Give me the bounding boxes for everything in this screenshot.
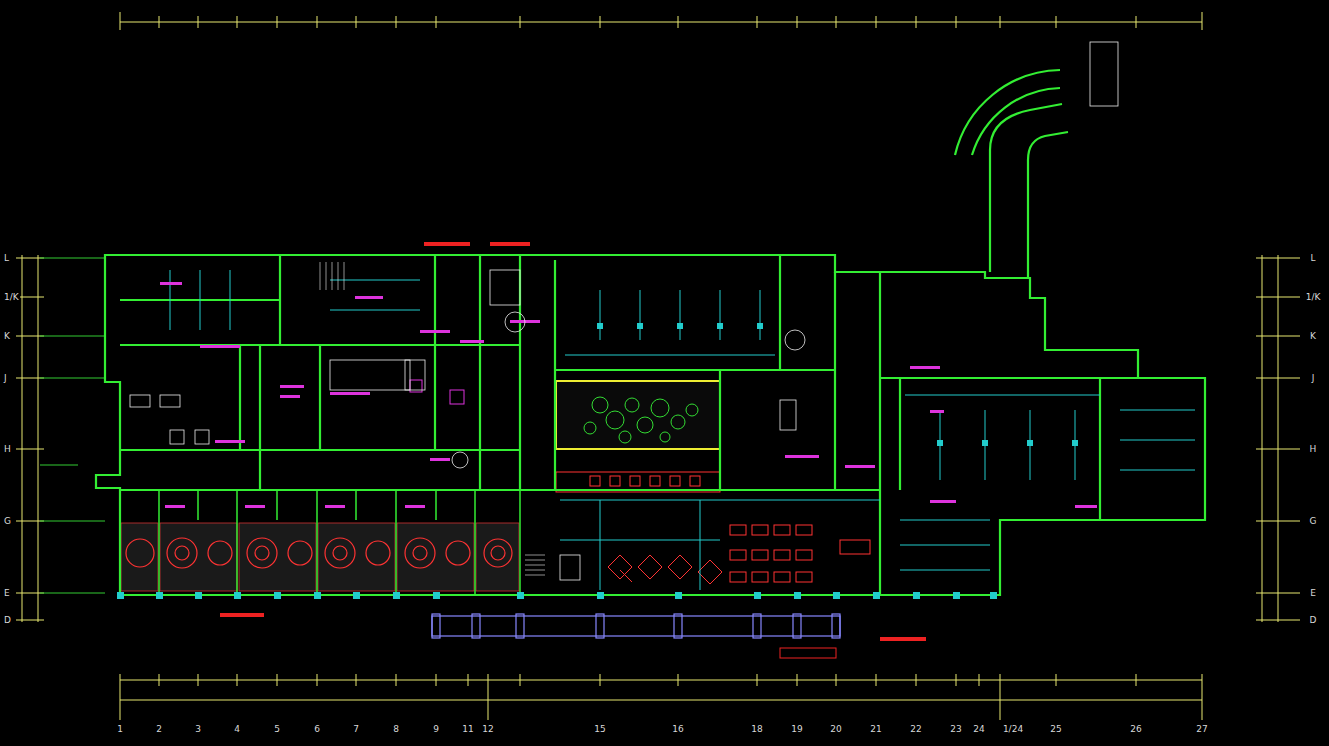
grid-label: D [3,615,12,625]
grid-label: 15 [593,724,606,734]
grid-label: 9 [432,724,440,734]
grid-label: 4 [233,724,241,734]
grid-label: 2 [155,724,163,734]
grid-label: G [1309,516,1318,526]
grid-label: E [1309,588,1317,598]
grid-label: H [3,444,12,454]
grid-label: 6 [313,724,321,734]
grid-label: L [1309,253,1316,263]
grid-label: 12 [481,724,494,734]
grid-label: 22 [909,724,922,734]
grid-label: K [3,331,11,341]
grid-label: 7 [352,724,360,734]
grid-label: K [1309,331,1317,341]
grid-label: 23 [949,724,962,734]
grid-label: D [1309,615,1318,625]
grid-label: 1 [116,724,124,734]
grid-label: L [3,253,10,263]
grid-label: 26 [1129,724,1142,734]
grid-label: 16 [671,724,684,734]
grid-label: 18 [750,724,763,734]
grid-label: E [3,588,11,598]
grid-label: 25 [1049,724,1062,734]
grid-label: J [1311,373,1316,383]
grid-label: J [3,373,8,383]
grid-label: 3 [194,724,202,734]
grid-label: 1/K [3,292,20,302]
grid-label: 19 [790,724,803,734]
grid-label: 1/K [1305,292,1322,302]
grid-label: 24 [972,724,985,734]
grid-label: 1/24 [1002,724,1024,734]
grid-label: H [1309,444,1318,454]
grid-label: 5 [273,724,281,734]
grid-label: 20 [829,724,842,734]
grid-label: G [3,516,12,526]
grid-label: 27 [1195,724,1208,734]
grid-label: 11 [461,724,474,734]
grid-label: 8 [392,724,400,734]
grid-label: 21 [869,724,882,734]
